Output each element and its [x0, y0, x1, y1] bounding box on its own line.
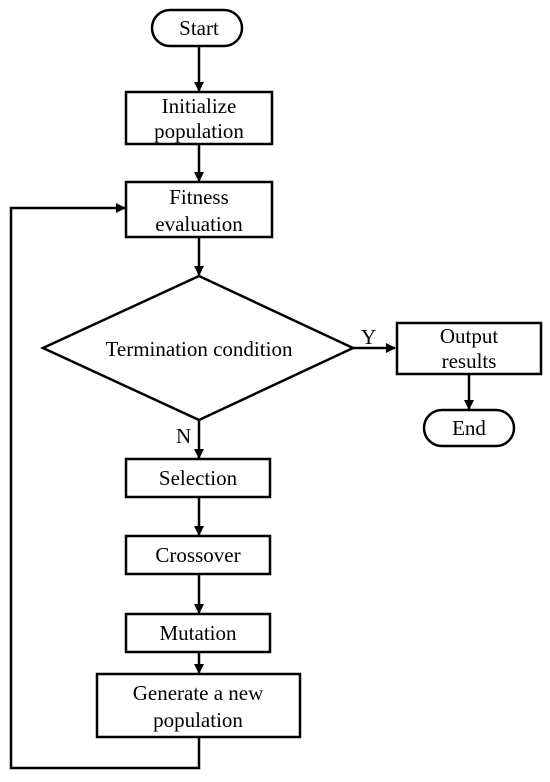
- fitness-evaluation-label-line2: evaluation: [155, 212, 243, 236]
- selection-label: Selection: [159, 466, 238, 490]
- initialize-population-box: [124, 90, 274, 146]
- termination-condition-label: Termination condition: [106, 337, 293, 361]
- generate-new-population-box: [95, 672, 302, 739]
- mutation-box: [124, 612, 272, 654]
- arrow-loop-back-to-fitness: [9, 203, 201, 770]
- selection-box: [124, 457, 272, 499]
- output-results-label-line1: Output: [440, 324, 499, 348]
- start-terminal: [150, 8, 244, 48]
- crossover-label: Crossover: [155, 543, 240, 567]
- output-results-label-line2: results: [442, 349, 497, 373]
- yes-branch-label: Y: [361, 325, 376, 349]
- start-label: Start: [179, 16, 219, 40]
- initialize-population-label-line2: population: [154, 119, 244, 143]
- end-label: End: [452, 416, 486, 440]
- end-terminal: [422, 408, 516, 448]
- generate-new-population-label-line1: Generate a new: [133, 681, 264, 705]
- mutation-label: Mutation: [160, 621, 237, 645]
- generate-new-population-label-line2: population: [153, 708, 243, 732]
- no-branch-label: N: [176, 424, 191, 448]
- fitness-evaluation-label-line1: Fitness: [169, 185, 229, 209]
- initialize-population-label-line1: Initialize: [162, 94, 237, 118]
